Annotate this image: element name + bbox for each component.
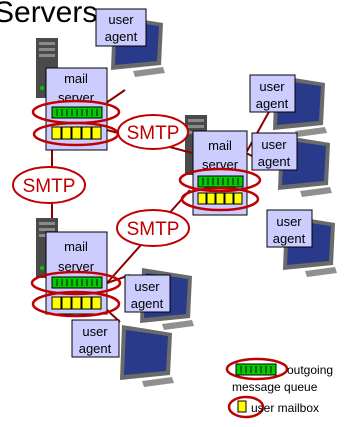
- user-agent-label: user: [108, 12, 134, 27]
- mail-server-label: server: [58, 259, 95, 274]
- mail-server-box: mail server: [178, 130, 262, 216]
- user-agent-box: user agent: [249, 74, 296, 113]
- smtp-label: SMTP: [116, 209, 190, 247]
- user-agent-label: user: [261, 137, 287, 152]
- legend-mailbox-label: user mailbox: [251, 401, 319, 415]
- legend-mailbox-swatch: [237, 400, 247, 413]
- user-agent-box: user agent: [95, 8, 147, 47]
- legend-outgoing-label: message queue: [232, 380, 318, 394]
- mail-server-box: mail server: [30, 231, 122, 318]
- svg-text:SMTP: SMTP: [23, 176, 76, 197]
- user-agent-label: user: [276, 214, 302, 229]
- user-mailboxes: [197, 192, 243, 205]
- desktop-computer-icon: [120, 325, 174, 387]
- user-mailboxes: [51, 296, 102, 310]
- mail-server-box: mail server: [31, 67, 121, 151]
- mail-server-label: mail: [64, 71, 88, 86]
- user-agent-label: agent: [79, 341, 112, 356]
- legend-outgoing-label: outgoing: [287, 363, 333, 377]
- diagram-title: Servers: [0, 0, 97, 29]
- user-agent-label: agent: [273, 231, 306, 246]
- user-agent-box: user agent: [71, 319, 120, 358]
- user-agent-label: agent: [258, 154, 291, 169]
- mail-server-label: mail: [64, 239, 88, 254]
- user-agent-label: agent: [131, 296, 164, 311]
- mail-server-label: mail: [208, 138, 232, 153]
- legend: outgoing message queue user mailbox: [225, 357, 333, 419]
- user-agent-label: agent: [256, 96, 289, 111]
- svg-text:SMTP: SMTP: [127, 219, 180, 240]
- user-agent-box: user agent: [251, 132, 298, 171]
- smtp-label: SMTP: [12, 166, 86, 204]
- user-agent-label: user: [259, 79, 285, 94]
- outgoing-queue: [197, 175, 244, 188]
- user-mailboxes: [51, 126, 102, 140]
- smtp-label: SMTP: [117, 114, 189, 150]
- user-agent-label: user: [134, 279, 160, 294]
- svg-text:SMTP: SMTP: [127, 123, 180, 144]
- user-agent-label: user: [82, 324, 108, 339]
- user-agent-label: agent: [105, 29, 138, 44]
- user-agent-box: user agent: [266, 209, 313, 248]
- user-agent-box: user agent: [124, 274, 171, 313]
